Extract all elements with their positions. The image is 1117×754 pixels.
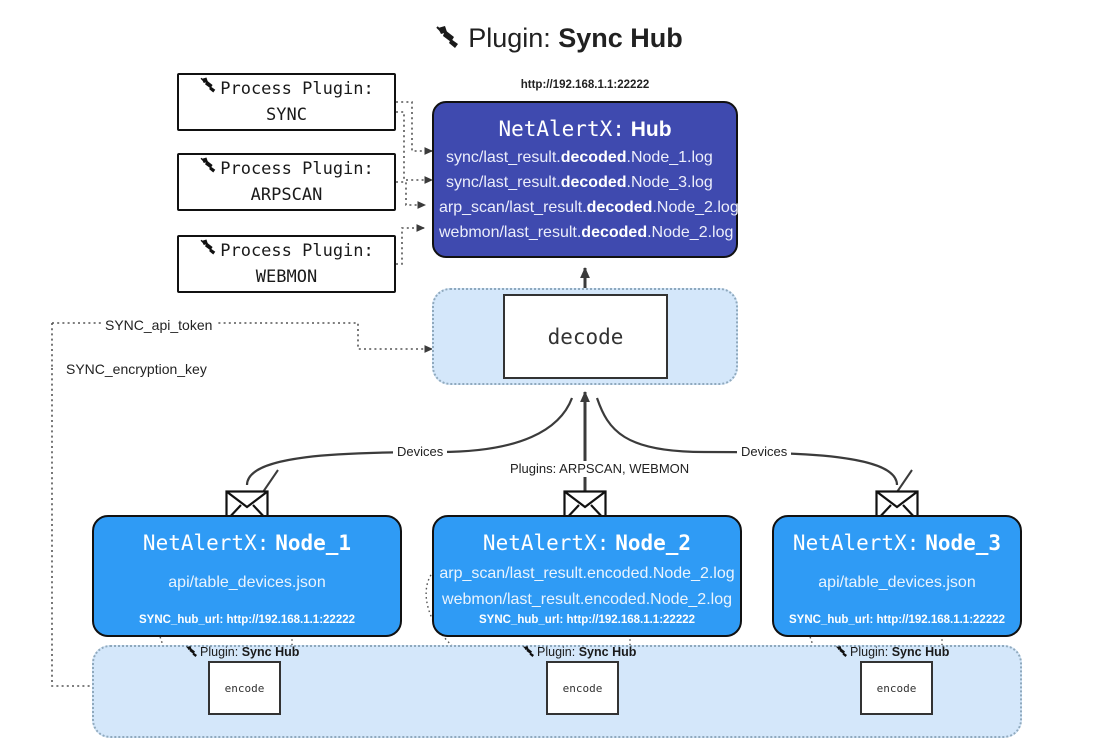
node-line: api/table_devices.json [818, 574, 976, 591]
process-plugin-name: WEBMON [255, 267, 318, 287]
process-plugin-name: ARPSCAN [250, 185, 323, 205]
node-footer: SYNC_hub_url: http://192.168.1.1:22222 [788, 614, 1006, 626]
encode-plugin-name: Sync Hub [578, 645, 637, 659]
encode-plugin-label: Plugin: [850, 645, 889, 659]
hub-log-line: arp_scan/last_result.decoded.Node_2.log [439, 199, 739, 216]
hub-header: NetAlertX: Hub [434, 114, 736, 145]
process-plugin-box-arpscan[interactable]: Process Plugin: ARPSCAN [177, 153, 396, 211]
plug-icon [199, 238, 218, 264]
node-prefix: NetAlertX: [482, 531, 610, 555]
plug-icon [434, 19, 462, 63]
process-plugin-label: Process Plugin: [220, 159, 374, 179]
decode-box[interactable]: decode [503, 294, 668, 379]
node-box-node-3[interactable]: NetAlertX: Node_3 api/table_devices.json… [772, 515, 1022, 637]
node-prefix: NetAlertX: [142, 531, 270, 555]
node-header: NetAlertX: Node_3 [774, 528, 1020, 559]
hub-log-line: sync/last_result.decoded.Node_1.log [446, 149, 713, 166]
plug-icon [835, 645, 849, 662]
hub-name: Hub [630, 118, 672, 141]
encode-plugin-tag-1: Plugin: Sync Hub [185, 645, 299, 662]
hub-log-line: webmon/last_result.decoded.Node_2.log [439, 224, 734, 241]
hub-box[interactable]: NetAlertX: Hub sync/last_result.decoded.… [432, 101, 739, 258]
encode-plugin-label: Plugin: [537, 645, 576, 659]
process-plugin-label: Process Plugin: [220, 241, 374, 261]
node-line: api/table_devices.json [168, 574, 326, 591]
hub-prefix: NetAlertX: [498, 117, 625, 141]
node-line: webmon/last_result.encoded.Node_2.log [442, 591, 732, 608]
encode-plugin-name: Sync Hub [241, 645, 300, 659]
encode-plugin-name: Sync Hub [891, 645, 950, 659]
edge-label-devices-right: Devices [737, 444, 792, 460]
encode-plugin-label: Plugin: [200, 645, 239, 659]
encode-label: encode [876, 681, 917, 695]
process-plugin-box-webmon[interactable]: Process Plugin: WEBMON [177, 235, 396, 293]
encode-box-2[interactable]: encode [546, 661, 619, 715]
process-plugin-line1: Process Plugin: [199, 156, 374, 182]
title-name: Sync Hub [558, 23, 683, 53]
node-footer: SYNC_hub_url: http://192.168.1.1:22222 [138, 614, 356, 626]
node-header: NetAlertX: Node_2 [434, 528, 740, 559]
page-title: Plugin: Sync Hub [0, 16, 1117, 63]
encode-label: encode [562, 681, 603, 695]
secret-label-encryption-key: SYNC_encryption_key [62, 360, 211, 378]
node-name: Node_2 [615, 531, 692, 555]
node-name: Node_3 [925, 531, 1002, 555]
node-name: Node_1 [275, 531, 352, 555]
node-prefix: NetAlertX: [792, 531, 920, 555]
plug-icon [199, 76, 218, 102]
node-footer: SYNC_hub_url: http://192.168.1.1:22222 [478, 614, 696, 626]
process-plugin-name: SYNC [266, 105, 307, 125]
title-label: Plugin: [468, 23, 551, 53]
node-line: arp_scan/last_result.encoded.Node_2.log [439, 565, 735, 582]
encode-label: encode [224, 681, 265, 695]
edge-label-plugins-center: Plugins: ARPSCAN, WEBMON [506, 461, 694, 477]
node-header: NetAlertX: Node_1 [94, 528, 400, 559]
encode-box-1[interactable]: encode [208, 661, 281, 715]
decode-label: decode [547, 324, 624, 349]
process-plugin-box-sync[interactable]: Process Plugin: SYNC [177, 73, 396, 131]
encode-plugin-tag-2: Plugin: Sync Hub [522, 645, 636, 662]
plug-icon [522, 645, 536, 662]
node-box-node-2[interactable]: NetAlertX: Node_2 arp_scan/last_result.e… [432, 515, 742, 637]
encode-box-3[interactable]: encode [860, 661, 933, 715]
hub-url-label: http://192.168.1.1:22222 [520, 79, 650, 91]
process-plugin-line1: Process Plugin: [199, 238, 374, 264]
process-plugin-line1: Process Plugin: [199, 76, 374, 102]
secret-label-api-token: SYNC_api_token [101, 316, 217, 334]
plug-icon [199, 156, 218, 182]
process-plugin-label: Process Plugin: [220, 79, 374, 99]
encode-plugin-tag-3: Plugin: Sync Hub [835, 645, 949, 662]
plug-icon [185, 645, 199, 662]
node-box-node-1[interactable]: NetAlertX: Node_1 api/table_devices.json… [92, 515, 402, 637]
hub-log-line: sync/last_result.decoded.Node_3.log [446, 174, 713, 191]
edge-label-devices-left: Devices [393, 444, 448, 460]
